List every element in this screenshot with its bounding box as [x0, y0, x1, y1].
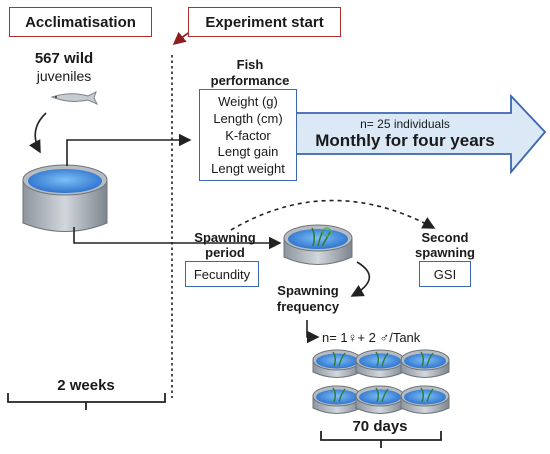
monthly-arrow: [295, 93, 547, 175]
tank-to-spawning-connector: [73, 227, 282, 250]
measure-item: Lengt gain: [217, 144, 279, 160]
acclimatisation-header: Acclimatisation: [9, 7, 152, 37]
performance-measures-box: Weight (g) Length (cm) K-factor Lengt ga…: [199, 89, 297, 181]
second-spawning-line1: Second: [421, 230, 469, 245]
fecundity-label: Fecundity: [193, 266, 251, 282]
spawning-interval-arc: [230, 199, 436, 231]
acclimatisation-duration: 2 weeks: [57, 377, 115, 394]
second-spawning-line2: spawning: [415, 245, 475, 260]
measure-item: Lengt weight: [211, 161, 285, 177]
acclimatisation-tank-icon: [22, 164, 108, 232]
experiment-start-header: Experiment start: [188, 7, 341, 37]
tank-to-performance-connector: [66, 133, 192, 166]
to-frequency-arrow: [350, 261, 371, 297]
spawning-tank-icon: [283, 224, 353, 265]
gsi-label: GSI: [433, 266, 457, 282]
two-weeks-bracket: [7, 393, 166, 410]
fish-to-tank-arrow: [29, 112, 47, 154]
performance-title-line1: Fish: [236, 57, 264, 72]
experiment-start-header-label: Experiment start: [205, 13, 324, 31]
arrow-schedule: Monthly for four years: [315, 131, 495, 150]
spawning-duration: 70 days: [352, 418, 408, 435]
fish-icon: [50, 91, 99, 106]
spawning-period-line2: period: [205, 245, 245, 260]
wild-label: juveniles: [36, 68, 92, 84]
acclimatisation-header-label: Acclimatisation: [25, 13, 136, 31]
spawning-period-line1: Spawning: [194, 230, 256, 245]
arrow-sample-size: n= 25 individuals: [360, 117, 450, 131]
gsi-box: GSI: [419, 261, 471, 287]
performance-title-line2: performance: [210, 73, 290, 88]
measure-item: K-factor: [225, 127, 271, 143]
tank-ratio: n= 1♀+ 2 ♂/Tank: [322, 330, 421, 345]
measure-item: Length (cm): [213, 110, 283, 126]
fecundity-box: Fecundity: [185, 261, 259, 287]
seventy-days-bracket: [320, 431, 442, 448]
wild-count: 567 wild: [34, 50, 94, 67]
replicate-tanks: [312, 349, 450, 414]
spawning-frequency-line1: Spawning: [277, 283, 339, 298]
to-tanks-arrow: [306, 320, 320, 344]
measure-item: Weight (g): [218, 94, 278, 109]
spawning-frequency-line2: frequency: [276, 299, 340, 314]
